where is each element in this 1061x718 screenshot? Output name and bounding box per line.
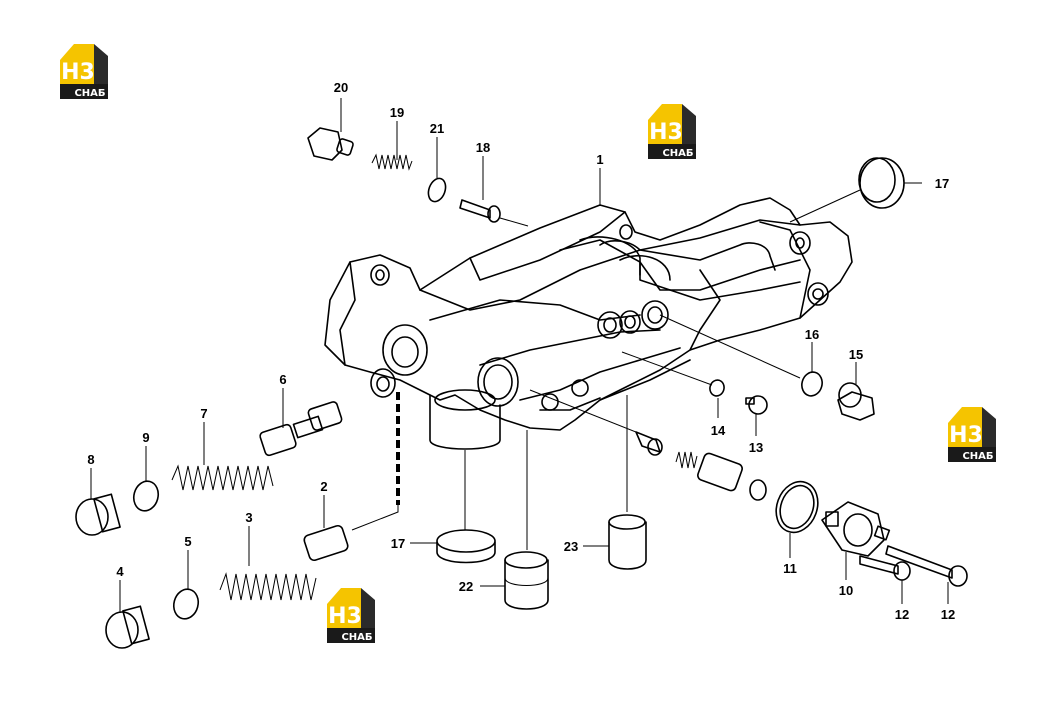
plug-20 xyxy=(307,127,354,161)
callout-14: 14 xyxy=(711,423,726,438)
callout-13: 13 xyxy=(749,440,763,455)
logo-caption: СНАБ xyxy=(341,632,372,643)
callout-9: 9 xyxy=(142,430,149,445)
cap-17-top xyxy=(858,157,905,209)
leader-18 xyxy=(499,217,529,227)
pump-housing xyxy=(324,197,853,450)
callout-22: 22 xyxy=(459,579,473,594)
callout-19: 19 xyxy=(390,105,404,120)
callout-15: 15 xyxy=(849,347,863,362)
sleeve-23 xyxy=(608,514,647,570)
logo-right: H3 СНАБ xyxy=(948,407,996,462)
callout-17-bottom: 17 xyxy=(391,536,405,551)
leader-17-top xyxy=(789,189,861,223)
logo-top-left: H3 СНАБ xyxy=(60,44,108,99)
leader-16 xyxy=(659,314,801,379)
callout-17-top: 17 xyxy=(935,176,949,191)
logo-bottom: H3 СНАБ xyxy=(327,588,375,643)
callout-1: 1 xyxy=(596,152,603,167)
callout-leaders xyxy=(90,98,949,612)
solenoid-10 xyxy=(821,501,891,557)
leader-to-part-2 xyxy=(351,505,399,531)
logo-mark: H3 xyxy=(328,604,362,629)
oring-11-inner xyxy=(779,484,815,530)
callout-11: 11 xyxy=(783,561,797,576)
callout-3: 3 xyxy=(245,510,252,525)
oring-16 xyxy=(801,371,823,397)
callout-4: 4 xyxy=(116,564,124,579)
logo-caption: СНАБ xyxy=(962,451,993,462)
plug-4 xyxy=(105,605,150,649)
valve-2 xyxy=(303,524,349,562)
callout-23: 23 xyxy=(564,539,578,554)
callout-8: 8 xyxy=(87,452,94,467)
logo-caption: СНАБ xyxy=(74,88,105,99)
spring-7 xyxy=(171,464,274,491)
ring-14 xyxy=(709,379,725,397)
relief-valve-assembly xyxy=(635,431,767,501)
callout-6: 6 xyxy=(279,372,286,387)
oring-11 xyxy=(775,480,819,534)
callout-labels: 20 19 21 18 1 17 16 15 14 13 6 7 9 8 2 3… xyxy=(87,80,955,622)
callout-5: 5 xyxy=(184,534,191,549)
spring-3 xyxy=(219,572,317,601)
spring-19 xyxy=(371,153,413,171)
callout-18: 18 xyxy=(476,140,490,155)
callout-2: 2 xyxy=(320,479,327,494)
logo-top-center: H3 СНАБ xyxy=(648,104,696,159)
callout-12-a: 12 xyxy=(895,607,909,622)
bolt-12-b xyxy=(885,545,968,587)
callout-16: 16 xyxy=(805,327,819,342)
pin-18 xyxy=(459,199,501,223)
plug-8 xyxy=(75,493,121,536)
logo-caption: СНАБ xyxy=(662,148,693,159)
logo-mark: H3 xyxy=(61,60,95,85)
valve-6 xyxy=(259,401,343,457)
logo-mark: H3 xyxy=(949,423,983,448)
sleeve-22 xyxy=(504,551,549,610)
bolt-13 xyxy=(745,395,768,415)
callout-10: 10 xyxy=(839,583,853,598)
oring-21 xyxy=(427,177,447,203)
plug-15 xyxy=(837,382,875,421)
cap-17-bottom xyxy=(436,529,496,564)
leader-14 xyxy=(621,351,713,386)
callout-12-b: 12 xyxy=(941,607,955,622)
leader-valve xyxy=(529,389,637,433)
oring-5 xyxy=(172,588,200,620)
callout-20: 20 xyxy=(334,80,348,95)
oring-9 xyxy=(132,480,160,512)
callout-7: 7 xyxy=(200,406,207,421)
logo-mark: H3 xyxy=(649,120,683,145)
callout-21: 21 xyxy=(430,121,444,136)
